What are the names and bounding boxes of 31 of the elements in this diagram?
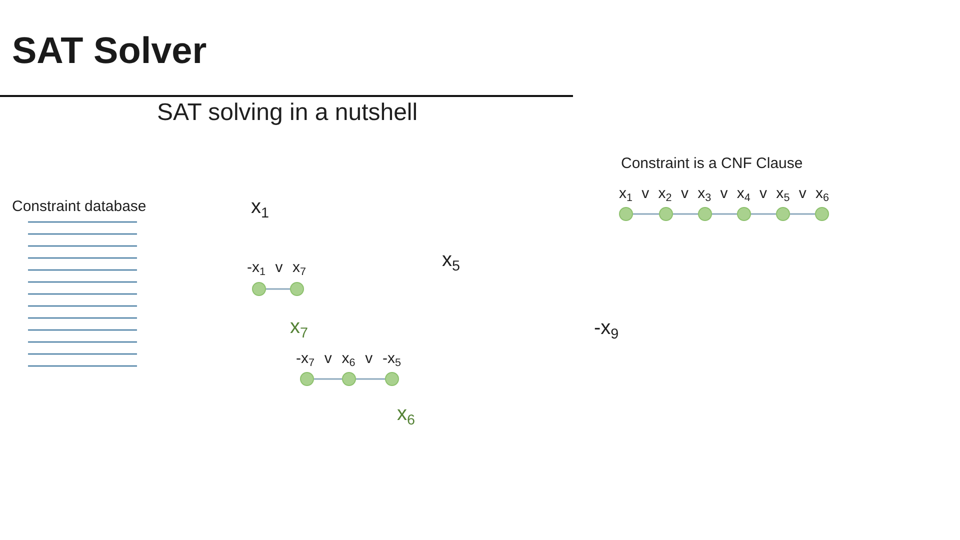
literal-text: x$_{1}$ [251,196,270,219]
clause-heading: Constraint is a CNF Clause [621,155,803,172]
literal-text: -x$_{9}$ [594,317,619,340]
connector-line [673,213,698,215]
slide-subtitle: SAT solving in a nutshell [157,99,418,127]
slide-title: SAT Solver [12,30,207,73]
clause-formula: -x$_{7}$ v x$_{6}$ v -x$_{5}$ [296,350,401,368]
literal-text: x$_{5}$ [442,249,460,272]
literal-dot [776,207,790,221]
literal-dot [342,372,356,386]
connector-line [266,288,290,290]
connector-line [314,378,342,380]
literal-dot [300,372,314,386]
clause-formula: x$_{1}$ v x$_{2}$ v x$_{3}$ v x$_{4}$ v x$_{5}$ v x$_{6}$ [619,185,829,202]
implied-literal-text: x$_{6}$ [397,403,416,426]
literal-dot [619,207,633,221]
literal-dot [290,282,304,296]
literal-dot [659,207,673,221]
literal-dot [385,372,399,386]
literal-dot [252,282,266,296]
connector-line [790,213,815,215]
clause-formula: -x$_{1}$ v x$_{7}$ [247,259,306,276]
connector-line [712,213,737,215]
implied-literal-text: x$_{7}$ [290,316,308,339]
connector-line [356,378,385,380]
literal-dot [815,207,829,221]
connector-line [751,213,776,215]
literal-dot [737,207,751,221]
connector-line [633,213,659,215]
database-heading: Constraint database [12,198,146,216]
literal-dot [698,207,712,221]
